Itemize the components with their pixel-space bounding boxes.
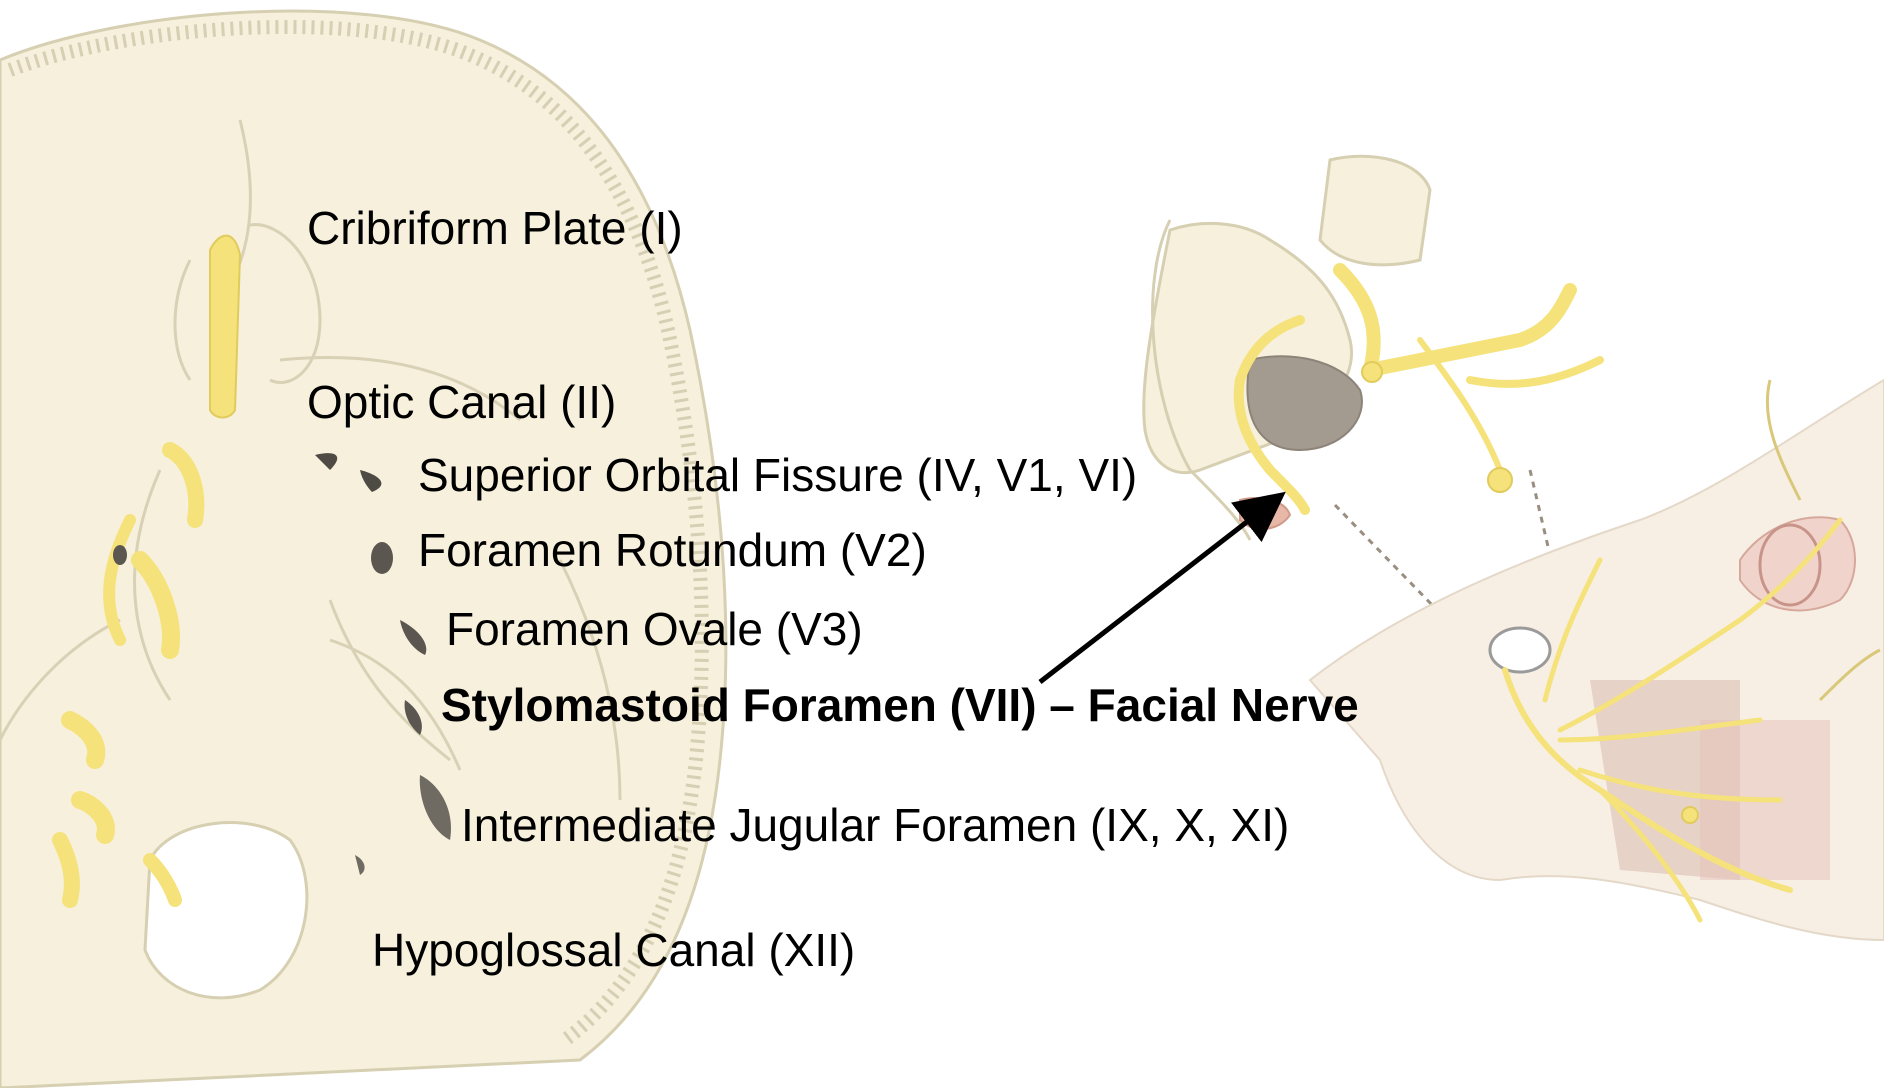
label-stylomastoid-foramen: Stylomastoid Foramen (VII) – Facial Nerv… bbox=[441, 682, 1359, 728]
label-jugular-foramen: Intermediate Jugular Foramen (IX, X, XI) bbox=[461, 802, 1289, 848]
label-optic-canal: Optic Canal (II) bbox=[307, 379, 616, 425]
label-superior-orbital-fissure: Superior Orbital Fissure (IV, V1, VI) bbox=[418, 452, 1137, 498]
label-hypoglossal-canal: Hypoglossal Canal (XII) bbox=[372, 927, 855, 973]
arrow-line bbox=[1040, 504, 1270, 682]
label-cribriform-plate: Cribriform Plate (I) bbox=[307, 205, 683, 251]
label-foramen-ovale: Foramen Ovale (V3) bbox=[446, 606, 863, 652]
label-foramen-rotundum: Foramen Rotundum (V2) bbox=[418, 527, 927, 573]
